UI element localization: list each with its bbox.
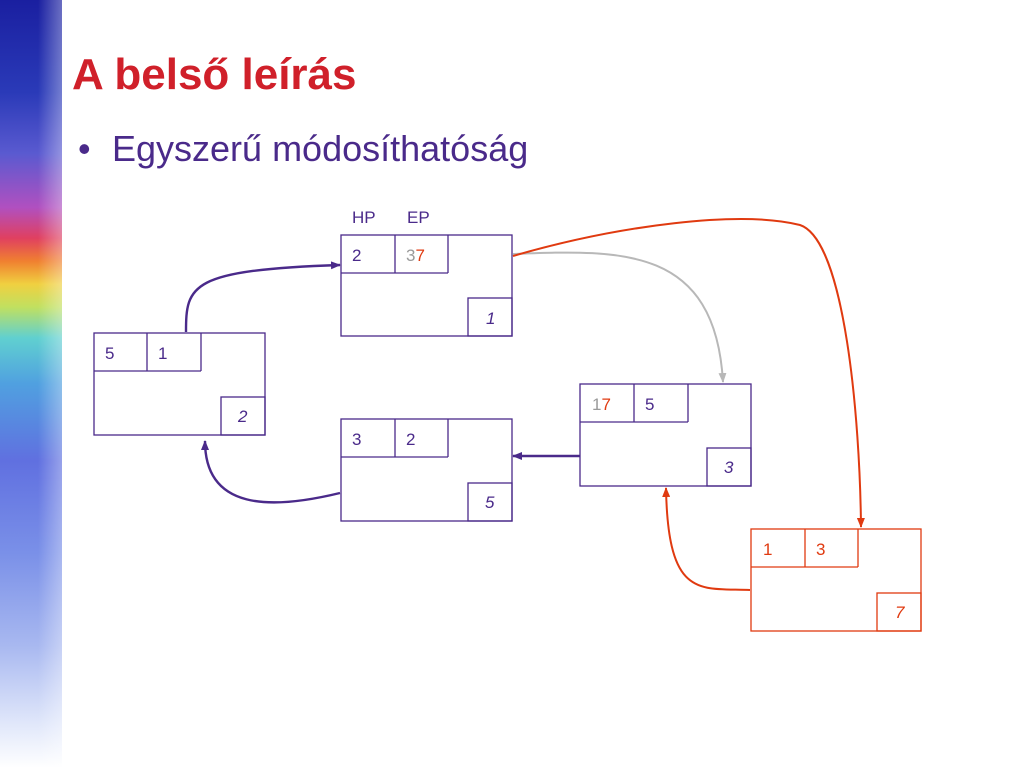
node-7: 1 3 7: [750, 528, 922, 632]
node-1: 2 37 1: [340, 234, 513, 337]
node-5: 3 2 5: [340, 418, 513, 522]
node-2-hp: 5: [105, 344, 114, 363]
node-1-ep-old: 3: [406, 246, 415, 265]
arrow-node2-to-node1: [184, 261, 341, 333]
decorative-side-band: [0, 0, 62, 768]
node-3-hp: 17: [592, 395, 611, 414]
node-2-index: 2: [237, 407, 248, 426]
node-5-hp: 3: [352, 430, 361, 449]
node-3-index: 3: [724, 458, 734, 477]
node-7-hp: 1: [763, 540, 772, 559]
arrow-node7-to-node3: [662, 487, 751, 591]
node-7-index: 7: [895, 603, 905, 622]
arrow-node5-to-node2: [201, 440, 341, 504]
node-3: 17 5 3: [579, 383, 752, 487]
ep-header: EP: [407, 208, 430, 227]
slide-title: A belső leírás: [72, 50, 357, 99]
node-3-ep: 5: [645, 395, 654, 414]
node-3-hp-old: 1: [592, 395, 601, 414]
node-5-ep: 2: [406, 430, 415, 449]
node-2-ep: 1: [158, 344, 167, 363]
node-7-ep: 3: [816, 540, 825, 559]
bullet-text: Egyszerű módosíthatóság: [112, 128, 529, 169]
bullet-marker: •: [78, 128, 91, 169]
node-3-hp-new: 7: [601, 395, 610, 414]
side-band-fade: [38, 0, 62, 768]
bullet-item: • Egyszerű módosíthatóság: [78, 128, 528, 170]
node-1-ep-new: 7: [415, 246, 424, 265]
node-1-ep: 37: [406, 246, 425, 265]
arrow-node1-to-node3-old: [512, 251, 727, 383]
node-2: 5 1 2: [93, 332, 266, 436]
node-1-hp: 2: [352, 246, 361, 265]
hp-header: HP: [352, 208, 376, 227]
arrow-node1-to-node7-new: [512, 218, 865, 528]
node-5-index: 5: [485, 493, 495, 512]
node-1-index: 1: [486, 309, 495, 328]
